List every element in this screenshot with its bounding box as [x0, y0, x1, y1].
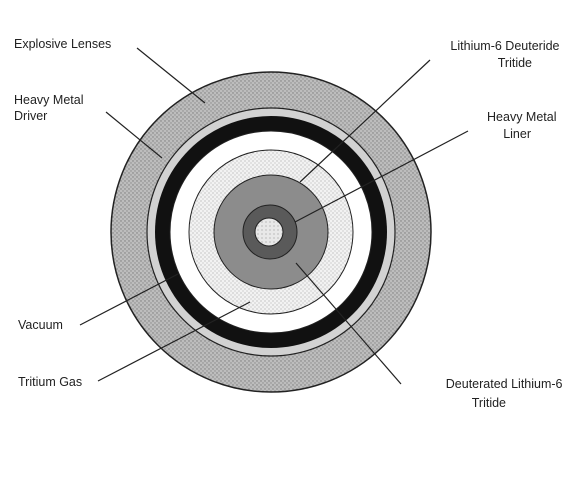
leader-heavy-metal-driver — [105, 111, 163, 159]
leader-explosive-lenses — [136, 47, 206, 104]
leader-deuterated-lithium6-tritide — [295, 262, 402, 385]
leader-heavy-metal-liner — [294, 130, 469, 223]
label-explosive-lenses: Explosive Lenses — [14, 37, 111, 51]
label-heavy-metal-driver: Heavy Metal Driver — [14, 93, 87, 123]
leader-tritium-gas — [97, 301, 251, 382]
label-deuterated-lithium6-tritide: Deuterated Lithium-6 Tritide — [446, 377, 566, 410]
leader-vacuum — [79, 273, 179, 326]
label-vacuum: Vacuum — [18, 318, 63, 332]
label-lithium6-deuteride-tritide: Lithium-6 Deuteride Tritide — [450, 39, 563, 70]
leader-lithium6-deuteride-tritide — [299, 59, 431, 183]
label-heavy-metal-liner: Heavy Metal Liner — [487, 110, 560, 141]
tritium-gas-core — [254, 217, 284, 247]
label-tritium-gas: Tritium Gas — [18, 375, 82, 389]
